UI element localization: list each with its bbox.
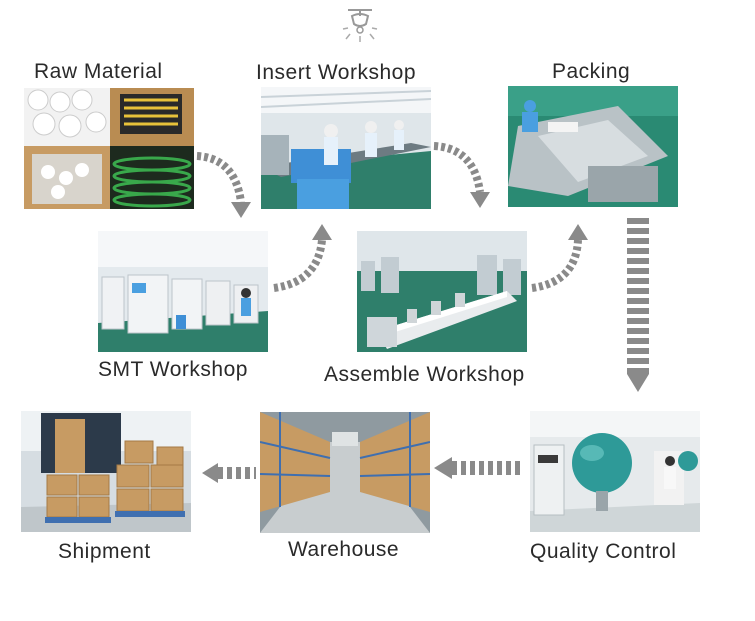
smt-workshop-label: SMT Workshop (98, 358, 248, 382)
packing-label: Packing (552, 60, 630, 84)
warehouse-label: Warehouse (288, 538, 399, 562)
dashed-arrow-icon (270, 222, 332, 292)
shipment-label: Shipment (58, 540, 151, 564)
smt-workshop-photo (98, 231, 268, 352)
quality-control-label: Quality Control (530, 540, 676, 564)
dashed-arrow-icon (624, 218, 652, 394)
raw-material-label: Raw Material (34, 60, 163, 84)
lamp-icon (338, 6, 382, 50)
dashed-arrow-icon (202, 462, 258, 484)
assemble-workshop-photo (357, 231, 527, 352)
dashed-arrow-icon (528, 222, 590, 294)
insert-workshop-photo (261, 87, 431, 209)
packing-photo (508, 86, 678, 207)
dashed-arrow-icon (195, 150, 255, 220)
shipment-photo (21, 411, 191, 532)
quality-control-photo (530, 411, 700, 532)
warehouse-photo (260, 412, 430, 533)
insert-workshop-label: Insert Workshop (256, 61, 416, 85)
dashed-arrow-icon (432, 140, 494, 210)
dashed-arrow-icon (434, 456, 524, 480)
raw-material-photo (24, 88, 194, 209)
assemble-workshop-label: Assemble Workshop (324, 363, 525, 387)
